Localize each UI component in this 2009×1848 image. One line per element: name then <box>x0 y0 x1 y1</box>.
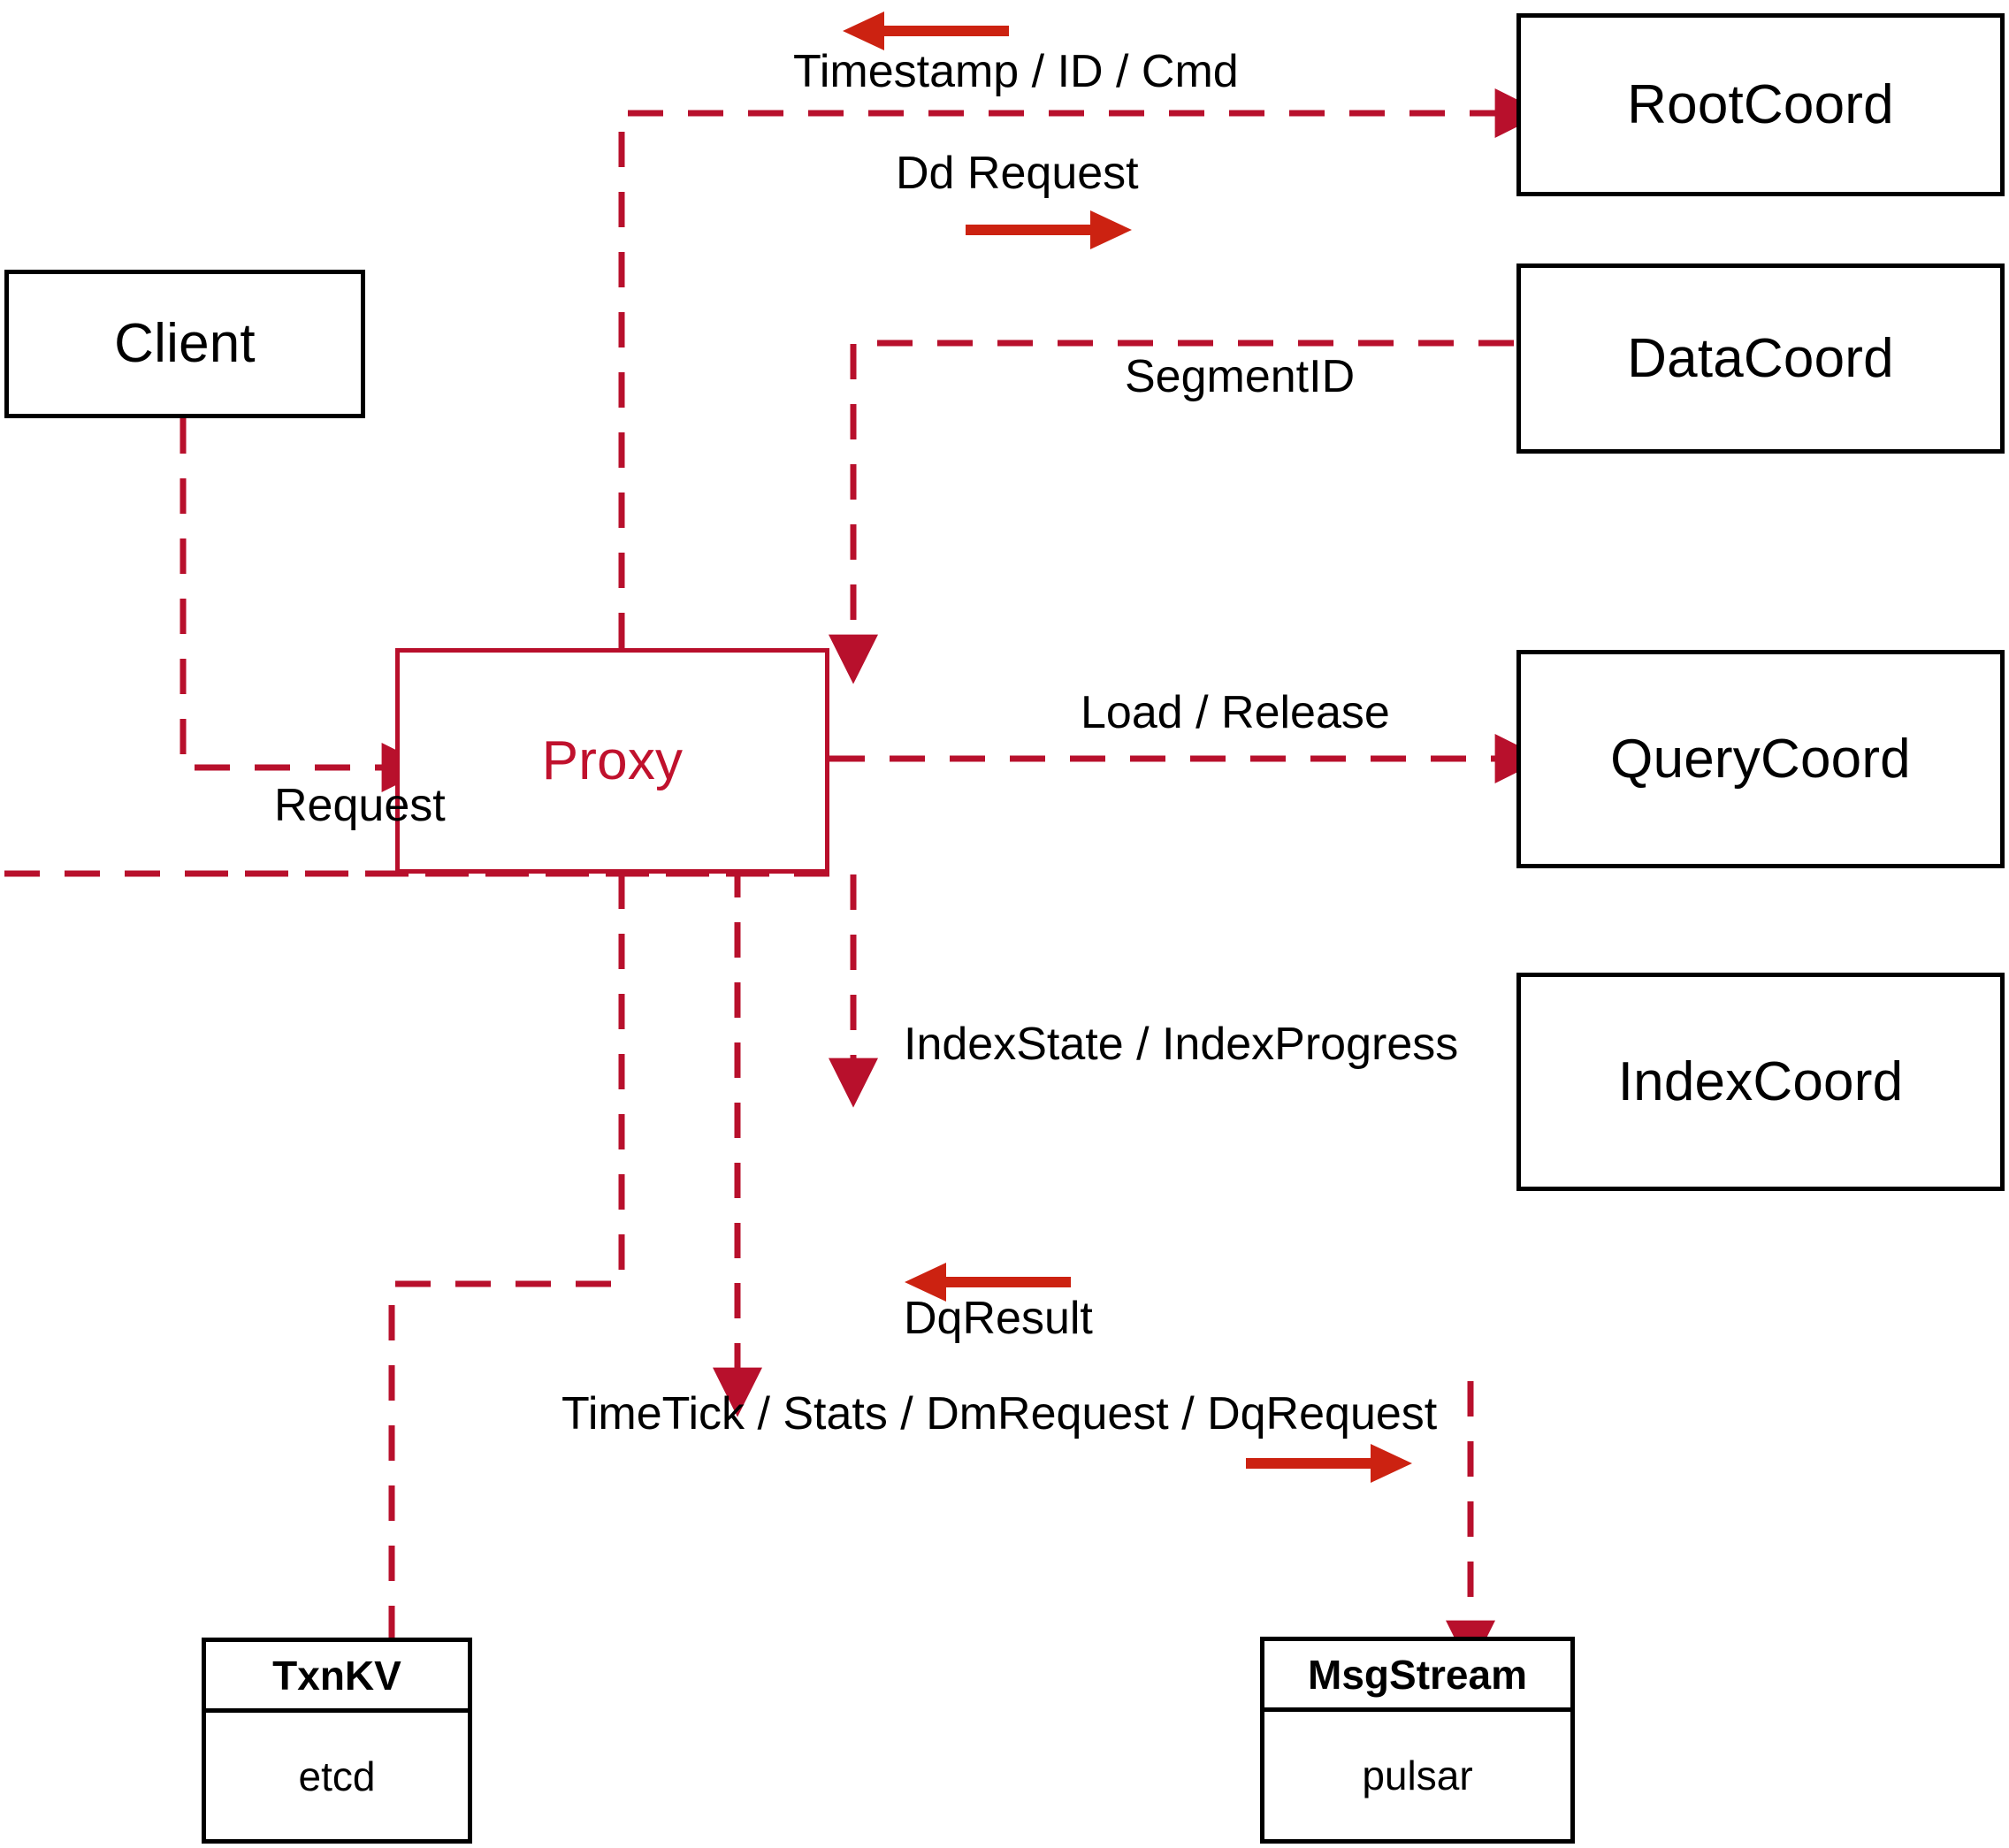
timetick-flow-arrow <box>1246 1444 1412 1483</box>
node-client[interactable]: Client <box>4 270 365 418</box>
node-datacoord-label: DataCoord <box>1627 327 1894 389</box>
node-txnkv[interactable]: TxnKV etcd <box>202 1638 472 1844</box>
edge-label-dq-result: DqResult <box>904 1293 1093 1344</box>
node-txnkv-title: TxnKV <box>206 1642 468 1713</box>
edge-indexcoord-to-proxy <box>193 870 878 1108</box>
node-txnkv-impl: etcd <box>298 1753 376 1799</box>
edge-label-index-state-progress: IndexState / IndexProgress <box>904 1019 1459 1070</box>
edge-label-dd-request: Dd Request <box>896 148 1139 199</box>
node-querycoord-label: QueryCoord <box>1610 728 1911 790</box>
node-msgstream-title: MsgStream <box>1264 1641 1570 1712</box>
node-indexcoord-label: IndexCoord <box>1617 1050 1904 1112</box>
node-rootcoord-label: RootCoord <box>1627 73 1894 135</box>
edge-label-segment-id: SegmentID <box>1125 351 1356 402</box>
node-msgstream[interactable]: MsgStream pulsar <box>1260 1637 1575 1844</box>
edge-msgstream-to-proxy <box>4 870 762 1417</box>
node-querycoord[interactable]: QueryCoord <box>1516 650 2005 868</box>
edge-label-timetick-stats: TimeTick / Stats / DmRequest / DqRequest <box>561 1388 1438 1439</box>
node-rootcoord[interactable]: RootCoord <box>1516 13 2005 196</box>
edge-label-load-release: Load / Release <box>1081 687 1390 738</box>
edge-label-request: Request <box>274 780 446 831</box>
edge-proxy-to-txnkv <box>388 874 625 1640</box>
edge-label-timestamp-id-cmd: Timestamp / ID / Cmd <box>793 46 1239 97</box>
node-msgstream-impl: pulsar <box>1362 1753 1473 1798</box>
dq-result-flow-arrow <box>905 1263 1071 1302</box>
node-indexcoord[interactable]: IndexCoord <box>1516 973 2005 1191</box>
edge-client-to-proxy <box>180 418 432 792</box>
timestamp-flow-arrow <box>843 11 1009 50</box>
node-proxy-label: Proxy <box>541 729 684 791</box>
dd-request-flow-arrow <box>966 210 1132 249</box>
node-client-label: Client <box>114 313 256 374</box>
node-proxy[interactable]: Proxy <box>395 648 829 874</box>
node-datacoord[interactable]: DataCoord <box>1516 263 2005 454</box>
